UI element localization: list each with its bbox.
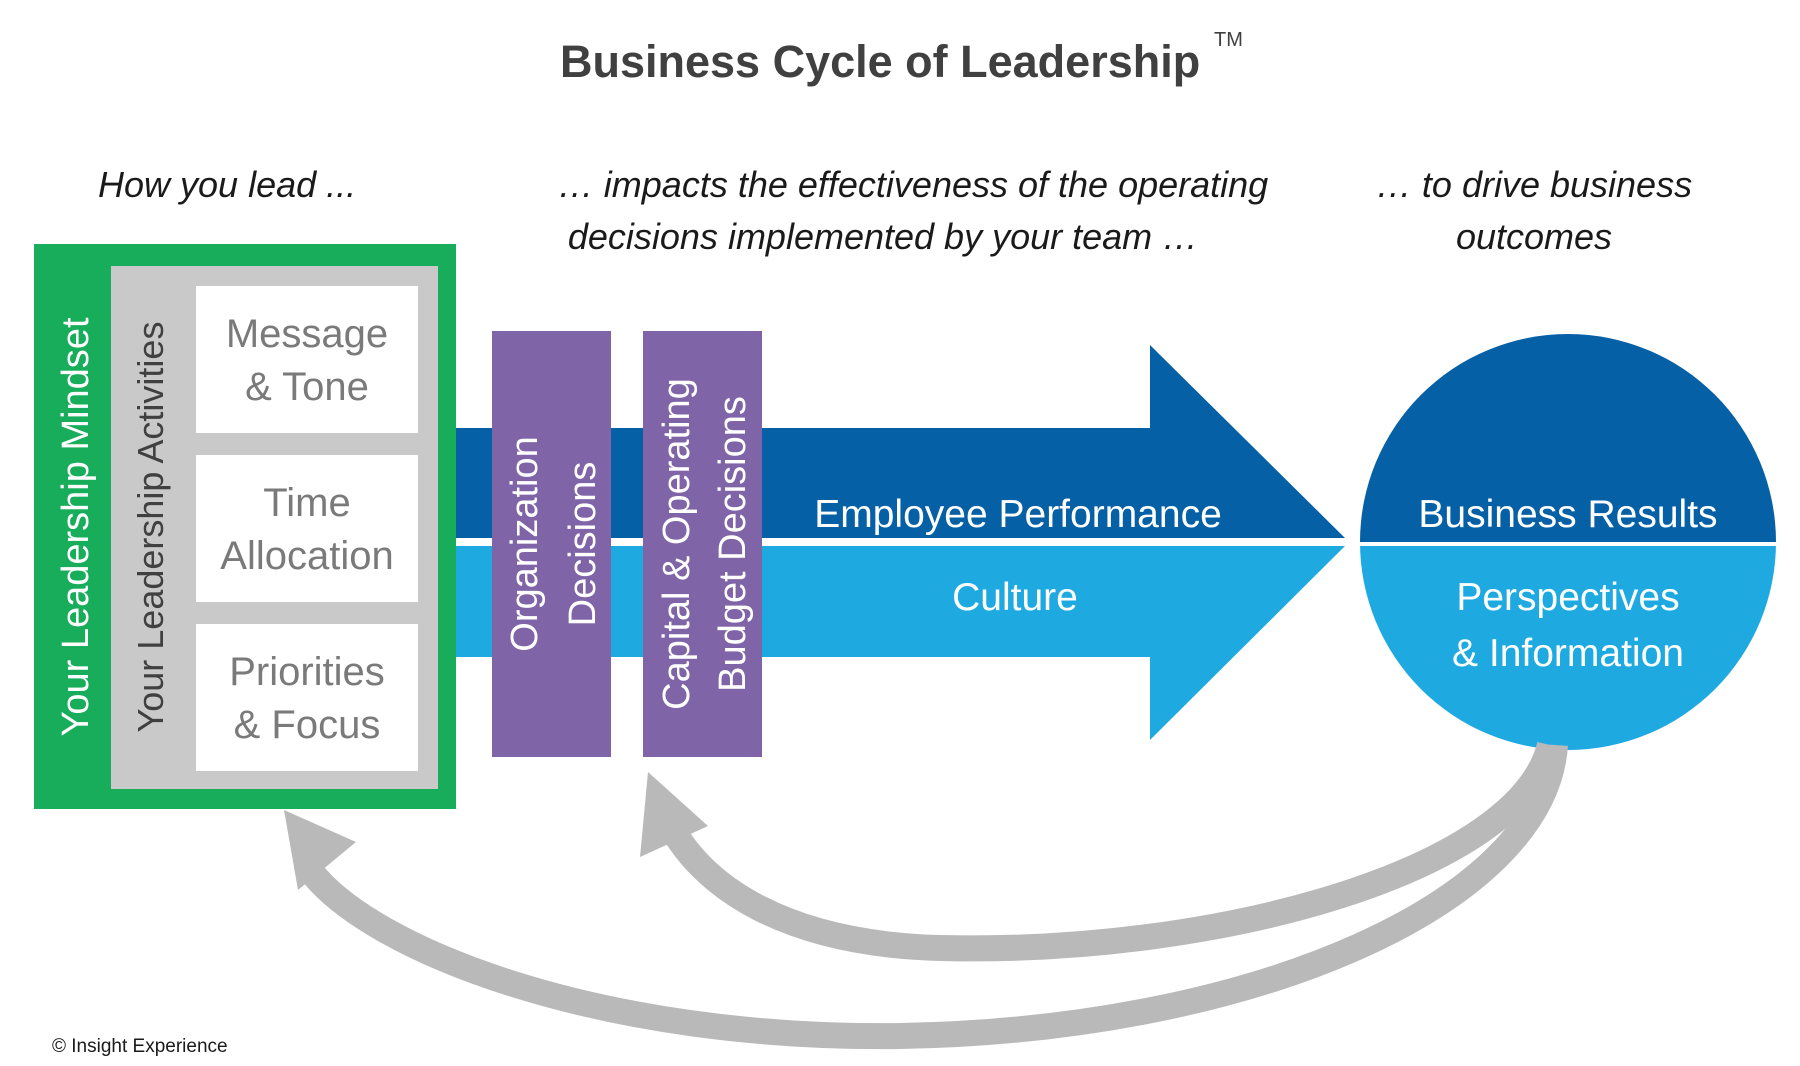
page-title: Business Cycle of Leadership bbox=[560, 36, 1200, 87]
caption-impacts-line1: … impacts the effectiveness of the opera… bbox=[558, 164, 1268, 205]
culture-label: Culture bbox=[952, 576, 1078, 619]
feedback-arrow-to-decisions bbox=[653, 741, 1563, 962]
activity-line: & Focus bbox=[234, 703, 381, 747]
activity-line: Time bbox=[263, 481, 350, 525]
capital-operating-line1: Capital & Operating bbox=[656, 378, 698, 710]
caption-impacts-line2: decisions implemented by your team … bbox=[568, 216, 1198, 257]
feedback-arrowhead-leadership bbox=[284, 810, 356, 890]
leadership-activities-label: Your Leadership Activities bbox=[130, 322, 171, 733]
activity-card-priorities-focus bbox=[196, 624, 418, 771]
leadership-mindset-label: Your Leadership Mindset bbox=[55, 317, 97, 736]
caption-how-you-lead: How you lead ... bbox=[98, 164, 356, 205]
caption-drive-line1: … to drive business bbox=[1376, 164, 1692, 205]
employee-performance-label: Employee Performance bbox=[814, 493, 1222, 536]
business-outcomes-circle bbox=[1360, 334, 1776, 750]
perspectives-label: Perspectives bbox=[1456, 576, 1679, 619]
activity-card-message-tone bbox=[196, 286, 418, 433]
capital-budget-decisions-bar bbox=[643, 331, 762, 757]
activity-card-time-allocation bbox=[196, 455, 418, 602]
caption-drive-line2: outcomes bbox=[1456, 216, 1612, 257]
business-results-label: Business Results bbox=[1418, 493, 1717, 536]
organization-decisions-line1: Organization bbox=[504, 436, 546, 651]
copyright-notice: © Insight Experience bbox=[52, 1036, 228, 1057]
activity-line: Priorities bbox=[229, 650, 385, 694]
activity-line: Message bbox=[226, 312, 388, 356]
organization-decisions-bar bbox=[492, 331, 611, 757]
feedback-arrowhead-decisions bbox=[640, 772, 708, 857]
activity-line: Allocation bbox=[220, 534, 393, 578]
budget-decisions-line2: Budget Decisions bbox=[712, 396, 754, 692]
organization-decisions-line2: Decisions bbox=[562, 462, 604, 627]
trademark-symbol: TM bbox=[1214, 29, 1243, 51]
information-label: & Information bbox=[1452, 632, 1684, 675]
feedback-arrow-to-leadership bbox=[299, 743, 1568, 1050]
activity-line: & Tone bbox=[245, 365, 369, 409]
